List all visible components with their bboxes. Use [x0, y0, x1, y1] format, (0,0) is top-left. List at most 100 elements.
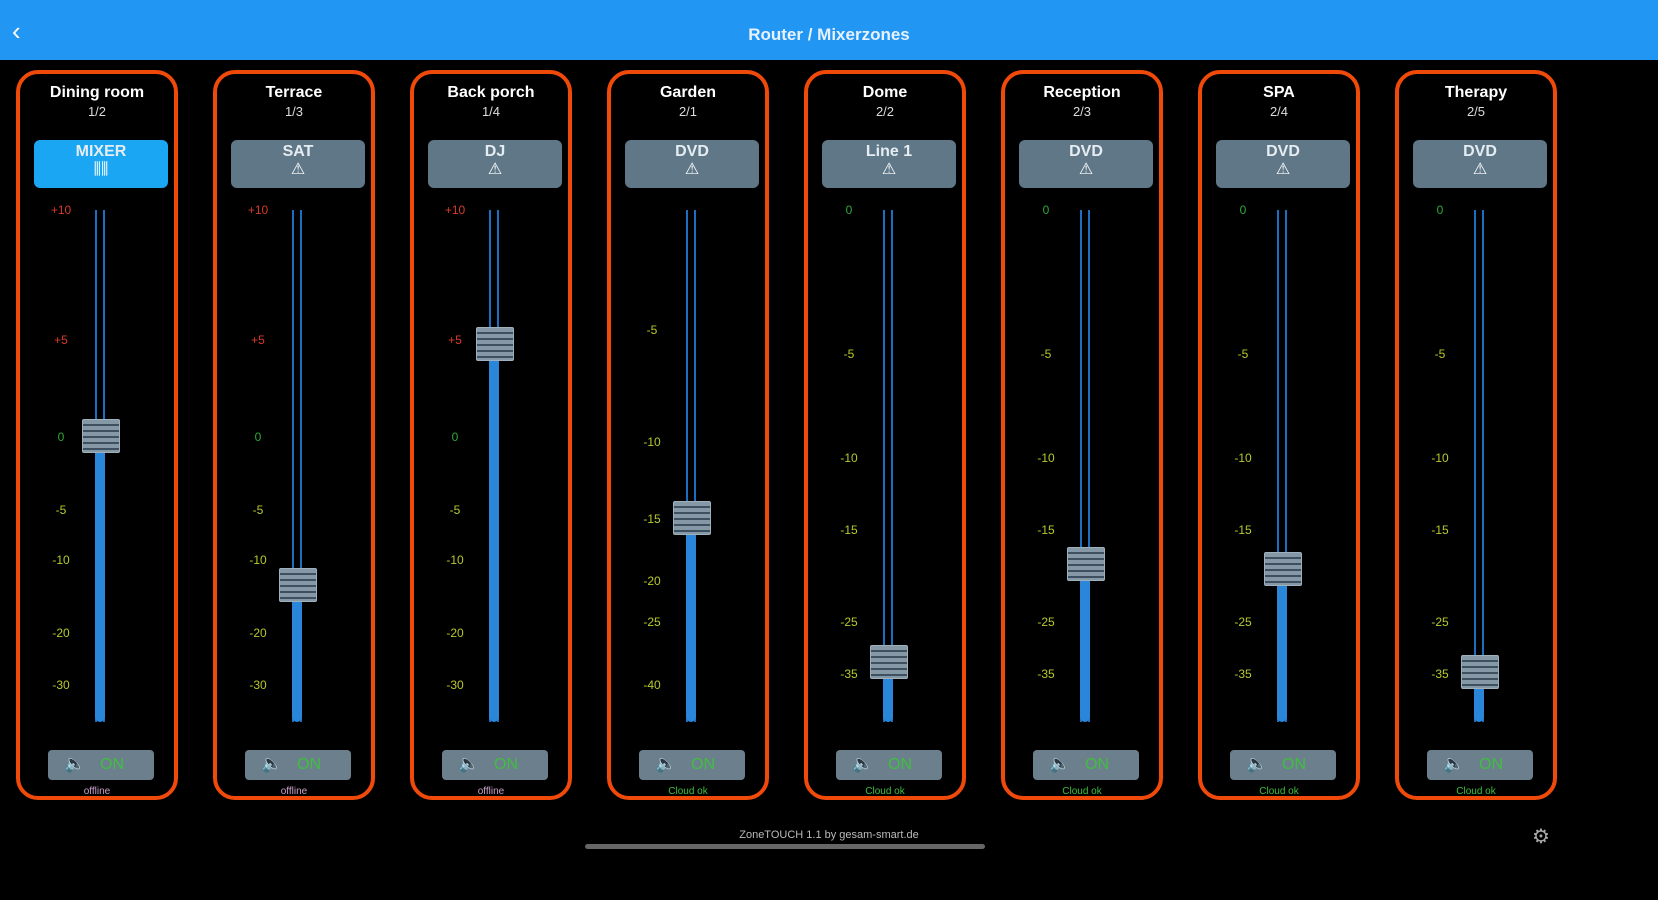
mute-toggle-button[interactable]: 🔈ON [442, 750, 548, 780]
fader-handle[interactable] [673, 501, 711, 536]
connection-status: Cloud ok [1062, 786, 1102, 797]
source-select-button[interactable]: Line 1⚠ [822, 140, 956, 188]
fader-handle[interactable] [1067, 547, 1105, 582]
warning-icon: ⚠ [684, 161, 700, 178]
zone-number: 1/3 [284, 104, 304, 119]
zone-name: Garden [659, 84, 716, 101]
fader-scale-label: -5 [1040, 346, 1052, 361]
fader-handle[interactable] [279, 567, 317, 602]
mute-toggle-button[interactable]: 🔈ON [639, 750, 745, 780]
fader-track[interactable] [1080, 210, 1090, 722]
connection-status: Cloud ok [865, 786, 905, 797]
mute-toggle-button[interactable]: 🔈ON [1230, 750, 1336, 780]
fader-scale-label: +5 [251, 333, 265, 348]
speaker-icon: 🔈 [261, 754, 283, 773]
fader-scale-label: -5 [646, 322, 658, 337]
fader-scale-label: 0 [1239, 203, 1247, 217]
fader-handle[interactable] [1461, 654, 1499, 689]
fader-scale-label: -25 [1234, 615, 1252, 630]
fader-handle[interactable] [476, 327, 514, 362]
fader-scale-label: -30 [249, 678, 267, 693]
warning-icon: ⚠ [487, 161, 503, 178]
fader-scale-label: +10 [444, 203, 466, 217]
mute-toggle-button[interactable]: 🔈ON [836, 750, 942, 780]
fader-scale-label: -35 [1037, 666, 1055, 681]
home-indicator [585, 844, 985, 849]
fader-scale-label: -20 [249, 625, 267, 640]
source-select-button[interactable]: MIXER⫼⫼ [34, 140, 168, 188]
fader-scale-label: -10 [446, 553, 464, 568]
source-select-button[interactable]: SAT⚠ [231, 140, 365, 188]
source-select-button[interactable]: DJ⚠ [428, 140, 562, 188]
fader-handle[interactable] [1264, 552, 1302, 587]
fader-scale-label: -10 [1234, 450, 1252, 465]
source-label: DVD [675, 143, 709, 160]
mute-toggle-button[interactable]: 🔈ON [1427, 750, 1533, 780]
source-select-button[interactable]: DVD⚠ [1413, 140, 1547, 188]
zone-name: Back porch [447, 84, 535, 101]
fader-scale-label: -15 [1234, 523, 1252, 537]
fader-level-fill [883, 660, 893, 722]
fader-scale-label: 0 [845, 203, 853, 217]
fader-track[interactable] [1277, 210, 1287, 722]
speaker-icon: 🔈 [655, 754, 677, 773]
mute-state-label: ON [1085, 756, 1109, 773]
fader-track[interactable] [1474, 210, 1484, 722]
connection-status: offline [477, 786, 505, 797]
mute-state-label: ON [888, 756, 912, 773]
source-label: SAT [282, 143, 314, 160]
zone-name: Dome [862, 84, 908, 101]
mute-state-label: ON [1479, 756, 1503, 773]
warning-icon: ⚠ [881, 161, 897, 178]
mute-toggle-button[interactable]: 🔈ON [48, 750, 154, 780]
fader-scale-label: -10 [52, 553, 70, 568]
fader-scale-label: -15 [1431, 523, 1449, 537]
mute-toggle-button[interactable]: 🔈ON [245, 750, 351, 780]
fader-scale-label: -5 [843, 346, 855, 361]
fader-handle[interactable] [870, 644, 908, 679]
fader-scale-label: -40 [643, 678, 661, 693]
fader-scale-label: -10 [1037, 450, 1055, 465]
fader-scale-label: -25 [1431, 615, 1449, 630]
fader-scale-label: -15 [643, 512, 661, 527]
settings-gear-icon[interactable]: ⚙ [1532, 826, 1550, 848]
source-select-button[interactable]: DVD⚠ [1216, 140, 1350, 188]
connection-status: Cloud ok [668, 786, 708, 797]
source-select-button[interactable]: DVD⚠ [625, 140, 759, 188]
fader-scale-label: +10 [50, 203, 72, 217]
mute-toggle-button[interactable]: 🔈 ON [1033, 750, 1139, 780]
fader-scale-label: -5 [1434, 346, 1446, 361]
fader-track[interactable] [686, 210, 696, 722]
fader-level-fill [489, 343, 499, 722]
fader-scale-label: -15 [1037, 523, 1055, 537]
speaker-icon: 🔈 [1049, 754, 1071, 773]
fader-handle[interactable] [82, 419, 120, 454]
zone-name: Reception [1043, 84, 1121, 101]
fader-level-fill [1080, 563, 1090, 722]
fader-scale-label: +10 [247, 203, 269, 217]
fader-track[interactable] [292, 210, 302, 722]
connection-status: offline [280, 786, 308, 797]
warning-icon: ⚠ [1078, 161, 1094, 178]
connection-status: offline [83, 786, 111, 797]
fader-level-fill [1474, 670, 1484, 722]
speaker-icon: 🔈 [64, 754, 86, 773]
source-label: DVD [1463, 143, 1497, 160]
fader-scale-label: -10 [1431, 450, 1449, 465]
fader-scale-label: -5 [252, 503, 264, 518]
fader-track[interactable] [883, 210, 893, 722]
zone-number: 2/1 [678, 104, 698, 119]
fader-scale-label: -35 [1234, 666, 1252, 681]
fader-scale-label: 0 [1042, 203, 1050, 217]
source-select-button[interactable]: DVD⚠ [1019, 140, 1153, 188]
fader-scale-label: -35 [1431, 666, 1449, 681]
zone-number: 2/5 [1466, 104, 1486, 119]
speaker-icon: 🔈 [458, 754, 480, 773]
back-chevron-icon[interactable]: ‹ [12, 16, 21, 46]
fader-scale-label: -20 [446, 625, 464, 640]
